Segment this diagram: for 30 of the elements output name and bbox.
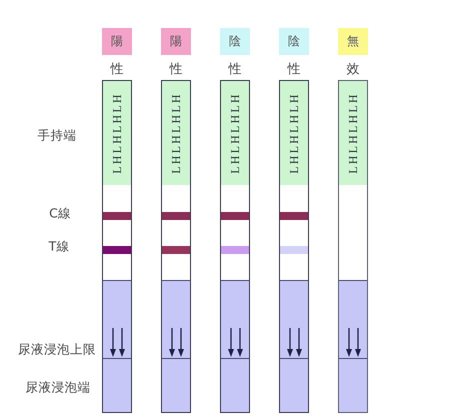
test-strip <box>102 80 132 413</box>
label-tile: 陰 <box>279 28 309 55</box>
strip-text: LHLHLHLH <box>111 92 123 174</box>
strip-text: LHLHLHLH <box>229 92 241 174</box>
side-label: 手持端 <box>38 128 76 142</box>
label-tile: 陽 <box>161 28 191 55</box>
test-strip <box>220 80 250 413</box>
side-label: T線 <box>48 238 70 254</box>
handle-zone <box>339 81 367 185</box>
strip-text: LHLHLHLH <box>347 92 359 174</box>
caption-text: 性 <box>110 62 124 77</box>
handle-zone <box>103 81 131 185</box>
handle-zone <box>280 81 308 185</box>
label-tile: 陽 <box>102 28 132 55</box>
side-label: 尿液浸泡上限 <box>18 342 96 356</box>
label-tile: 陰 <box>220 28 250 55</box>
caption-text: 性 <box>228 62 242 77</box>
caption-text: 性 <box>170 62 182 77</box>
test-strip <box>161 80 191 413</box>
side-label: C線 <box>49 206 71 220</box>
caption-text: 性 <box>288 62 300 77</box>
handle-zone <box>221 81 249 185</box>
test-strip <box>279 80 309 413</box>
caption-text: 效 <box>346 62 360 77</box>
strip-text: LHLHLHLH <box>288 92 300 174</box>
handle-zone <box>162 81 190 185</box>
side-label: 尿液浸泡端 <box>26 380 90 394</box>
strip-text: LHLHLHLH <box>170 92 182 174</box>
label-tile: 無 <box>338 28 368 55</box>
test-strip <box>338 80 368 413</box>
